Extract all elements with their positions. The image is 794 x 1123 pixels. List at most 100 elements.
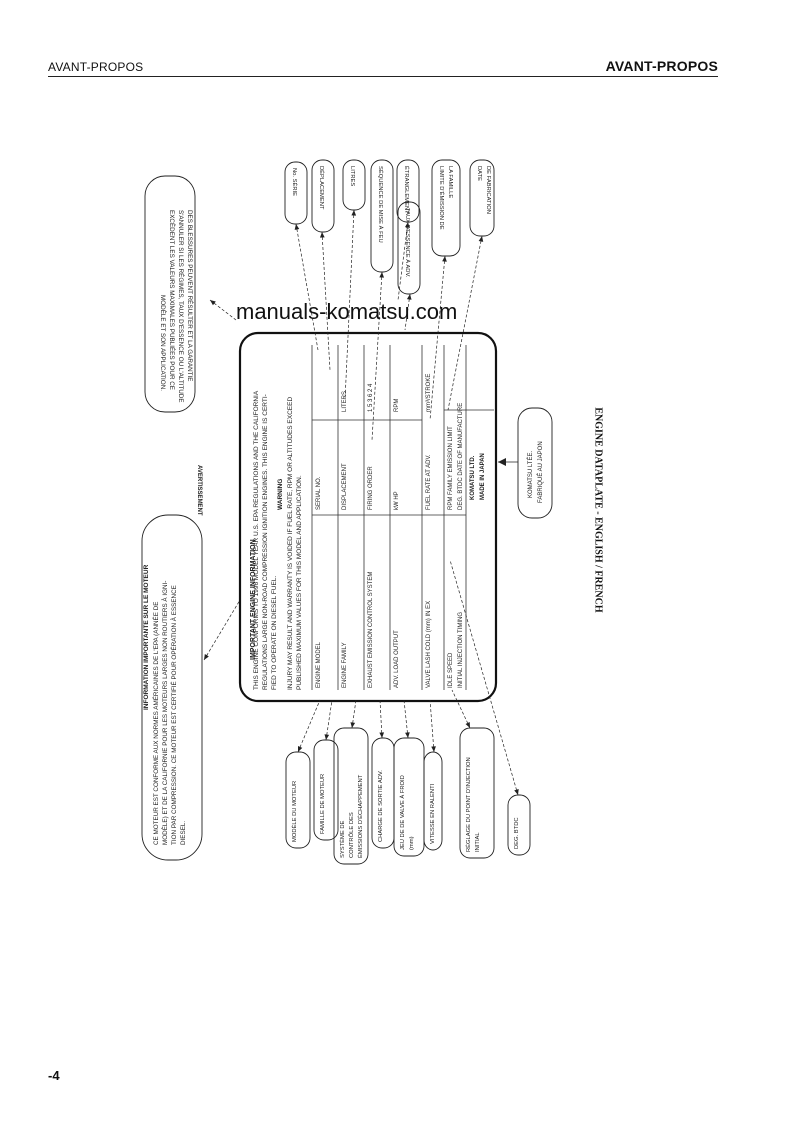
plate-intro-1: THIS ENGINE CONFORMS TO 1996 MODEL YEAR … [253, 390, 260, 690]
leader-arrowhead [350, 722, 356, 728]
info-line-2: MODÈLE) ET DE LA CALIFORNIE POUR LES MOT… [160, 581, 169, 845]
no-serie-callout: No. SÉRIE [284, 161, 308, 225]
plate-warning-title: WARNING [277, 479, 284, 510]
leader-line [429, 699, 435, 753]
info-line-4: DIESEL. [180, 821, 187, 845]
sequence-callout: SÉQUENCE DE MISE À FEU [370, 159, 394, 273]
callout-text: No. SÉRIE [291, 168, 298, 196]
plate-warning-1: INJURY MAY RESULT AND WARRANTY IS VOIDED… [287, 397, 294, 690]
avertissement-title: AVERTISSEMENT [196, 465, 202, 516]
plate-row-right: DISPLACEMENT [342, 463, 348, 510]
plate-warning-2: PUBLISHED MAXIMUM VALUES FOR THIS MODEL … [296, 475, 303, 690]
callout-text: CHARGE DE SORTIE ADV. [378, 770, 384, 842]
leader-arrowhead [404, 222, 410, 228]
leader-arrowhead [379, 272, 385, 278]
header-left-title: AVANT-PROPOS [48, 60, 144, 74]
leader-arrowhead [379, 732, 385, 738]
leader-arrowhead [324, 734, 330, 740]
avertissement-line-3: EXCÈDENT LES VALEURS MAXIMALES PUBLIÉES … [168, 210, 177, 390]
header-right-title: AVANT-PROPOS [605, 58, 718, 74]
top-callouts: No. SÉRIE DÉPLACEMENT LITRES SÉQUENCE DE MI… [284, 159, 495, 295]
leader-line [404, 293, 411, 331]
leader-arrowhead [478, 236, 484, 242]
plate-row-unit: LITERS [342, 391, 348, 412]
plate-intro-3: FIED TO OPERATE ON DIESEL FUEL. [271, 576, 278, 690]
callout-text: LITRES [349, 166, 355, 186]
plate-row-unit: 1 5 3 6 2 4 [368, 383, 374, 412]
leader-arrowhead [431, 746, 436, 752]
leader-line [429, 255, 446, 421]
leader-line [371, 271, 383, 441]
avertissement-line-2: S'ANNULER SI LES RÉGIMES, TAUX D'ESSENCE… [177, 210, 186, 403]
callout-text: CONTRÔLE DES [348, 812, 355, 858]
plate-row-left: VALVE LASH COLD (mm) IN EX [426, 601, 432, 688]
callout-text: INITIAL [475, 832, 481, 852]
header-rule [48, 76, 718, 77]
callout-text: ÉMISSIONS D'ÉCHAPPEMENT [357, 774, 364, 858]
taux-callout: TAUX D'ESSENCE À ADV. [397, 201, 421, 295]
callout-text: (mm) [409, 836, 415, 850]
leader-arrowhead [351, 210, 357, 216]
plate-row-right: SERIAL NO. [316, 476, 322, 510]
litres-callout: LITRES [342, 159, 366, 211]
avertissement-callout: AVERTISSEMENT DES BLESSURES PEUVENT RÉSU… [144, 175, 202, 516]
plate-row-unit: RPM [394, 399, 400, 412]
deplacement-callout: DÉPLACEMENT [311, 159, 335, 233]
leader-line [449, 559, 519, 796]
callout-text: JEU DE DE VALVE À FROID [399, 775, 406, 850]
callout-text: TAUX D'ESSENCE À ADV. [404, 208, 411, 278]
leader-line [203, 599, 241, 661]
leader-arrowhead [405, 732, 410, 738]
leader-line [403, 699, 409, 739]
charge-callout: CHARGE DE SORTIE ADV. [371, 737, 395, 849]
info-title: INFORMATION IMPORTANTE SUR LE MOTEUR [143, 564, 150, 710]
leader-arrowhead [204, 654, 209, 660]
plate-row-left: IDLE SPEED [448, 652, 454, 688]
komatsu-callout: KOMATSU LTÉE. FABRIQUÉ AU JAPON [498, 407, 553, 519]
modele-callout: MODÈLE DU MOTEUR [285, 751, 311, 849]
plate-row-right: RPM FAMILY EMISSION LIMIT [448, 426, 454, 510]
plate-maker-2: MADE IN JAPAN [480, 453, 486, 500]
callout-text: ÉTRANGLEMENT [403, 166, 410, 214]
plate-row-left: ENGINE MODEL [316, 641, 322, 688]
komatsu-label-2: FABRIQUÉ AU JAPON [537, 441, 544, 503]
callout-text: LIMITE D'ÉMISSION DE [438, 166, 445, 230]
leader-arrowhead [514, 789, 519, 795]
jeu-callout: JEU DE DE VALVE À FROID(mm) [393, 737, 425, 857]
plate-intro-2: REGULATIONS LARGE NON-ROAD COMPRESSION I… [262, 394, 269, 690]
page-number: -4 [48, 1068, 60, 1083]
leader-line [397, 221, 409, 301]
callout-text: SÉQUENCE DE MISE À FEU [377, 166, 384, 243]
leader-arrowhead [294, 224, 300, 230]
komatsu-label-1: KOMATSU LTÉE. [527, 451, 534, 498]
leader-line [297, 699, 321, 753]
avertissement-line-4: MODÈLE ET SON APPLICATION. [159, 295, 168, 391]
plate-row-right: DEG. BTDC DATE OF MANUFACTURE [458, 403, 464, 510]
info-line-1: CE MOTEUR EST CONFORME AUX NORMES AMÉRIC… [151, 602, 160, 845]
callout-text: FAMILLE DE MOTEUR [320, 774, 326, 834]
plate-row-left: ADV. LOAD OUTPUT [394, 630, 400, 688]
leader-line [379, 699, 383, 739]
info-line-3: TION PAR COMPRESSION. CE MOTEUR EST CERT… [169, 585, 178, 845]
vitesse-callout: VITESSE EN RALENTI [423, 751, 443, 851]
figure-caption: ENGINE DATAPLATE - ENGLISH / FRENCH [592, 407, 604, 613]
watermark: manuals-komatsu.com [236, 299, 458, 324]
leader-line [344, 209, 355, 401]
plate-row-left: EXHAUST EMISSION CONTROL SYSTEM [368, 572, 374, 688]
leader-line [325, 699, 333, 741]
plate-row-right: kW HP [394, 491, 400, 510]
leader-line [447, 235, 483, 411]
plate-title: IMPORTANT ENGINE INFORMATION [250, 539, 257, 660]
leader-line [321, 231, 331, 371]
plate-row-right: FUEL RATE AT ADV. [426, 454, 432, 510]
leader-lines [203, 209, 519, 796]
callout-text: SYSTÈME DE [339, 821, 346, 858]
leader-arrowhead [298, 746, 303, 752]
leader-line [451, 689, 471, 729]
deg-callout: DEG. BTDC [507, 794, 531, 856]
